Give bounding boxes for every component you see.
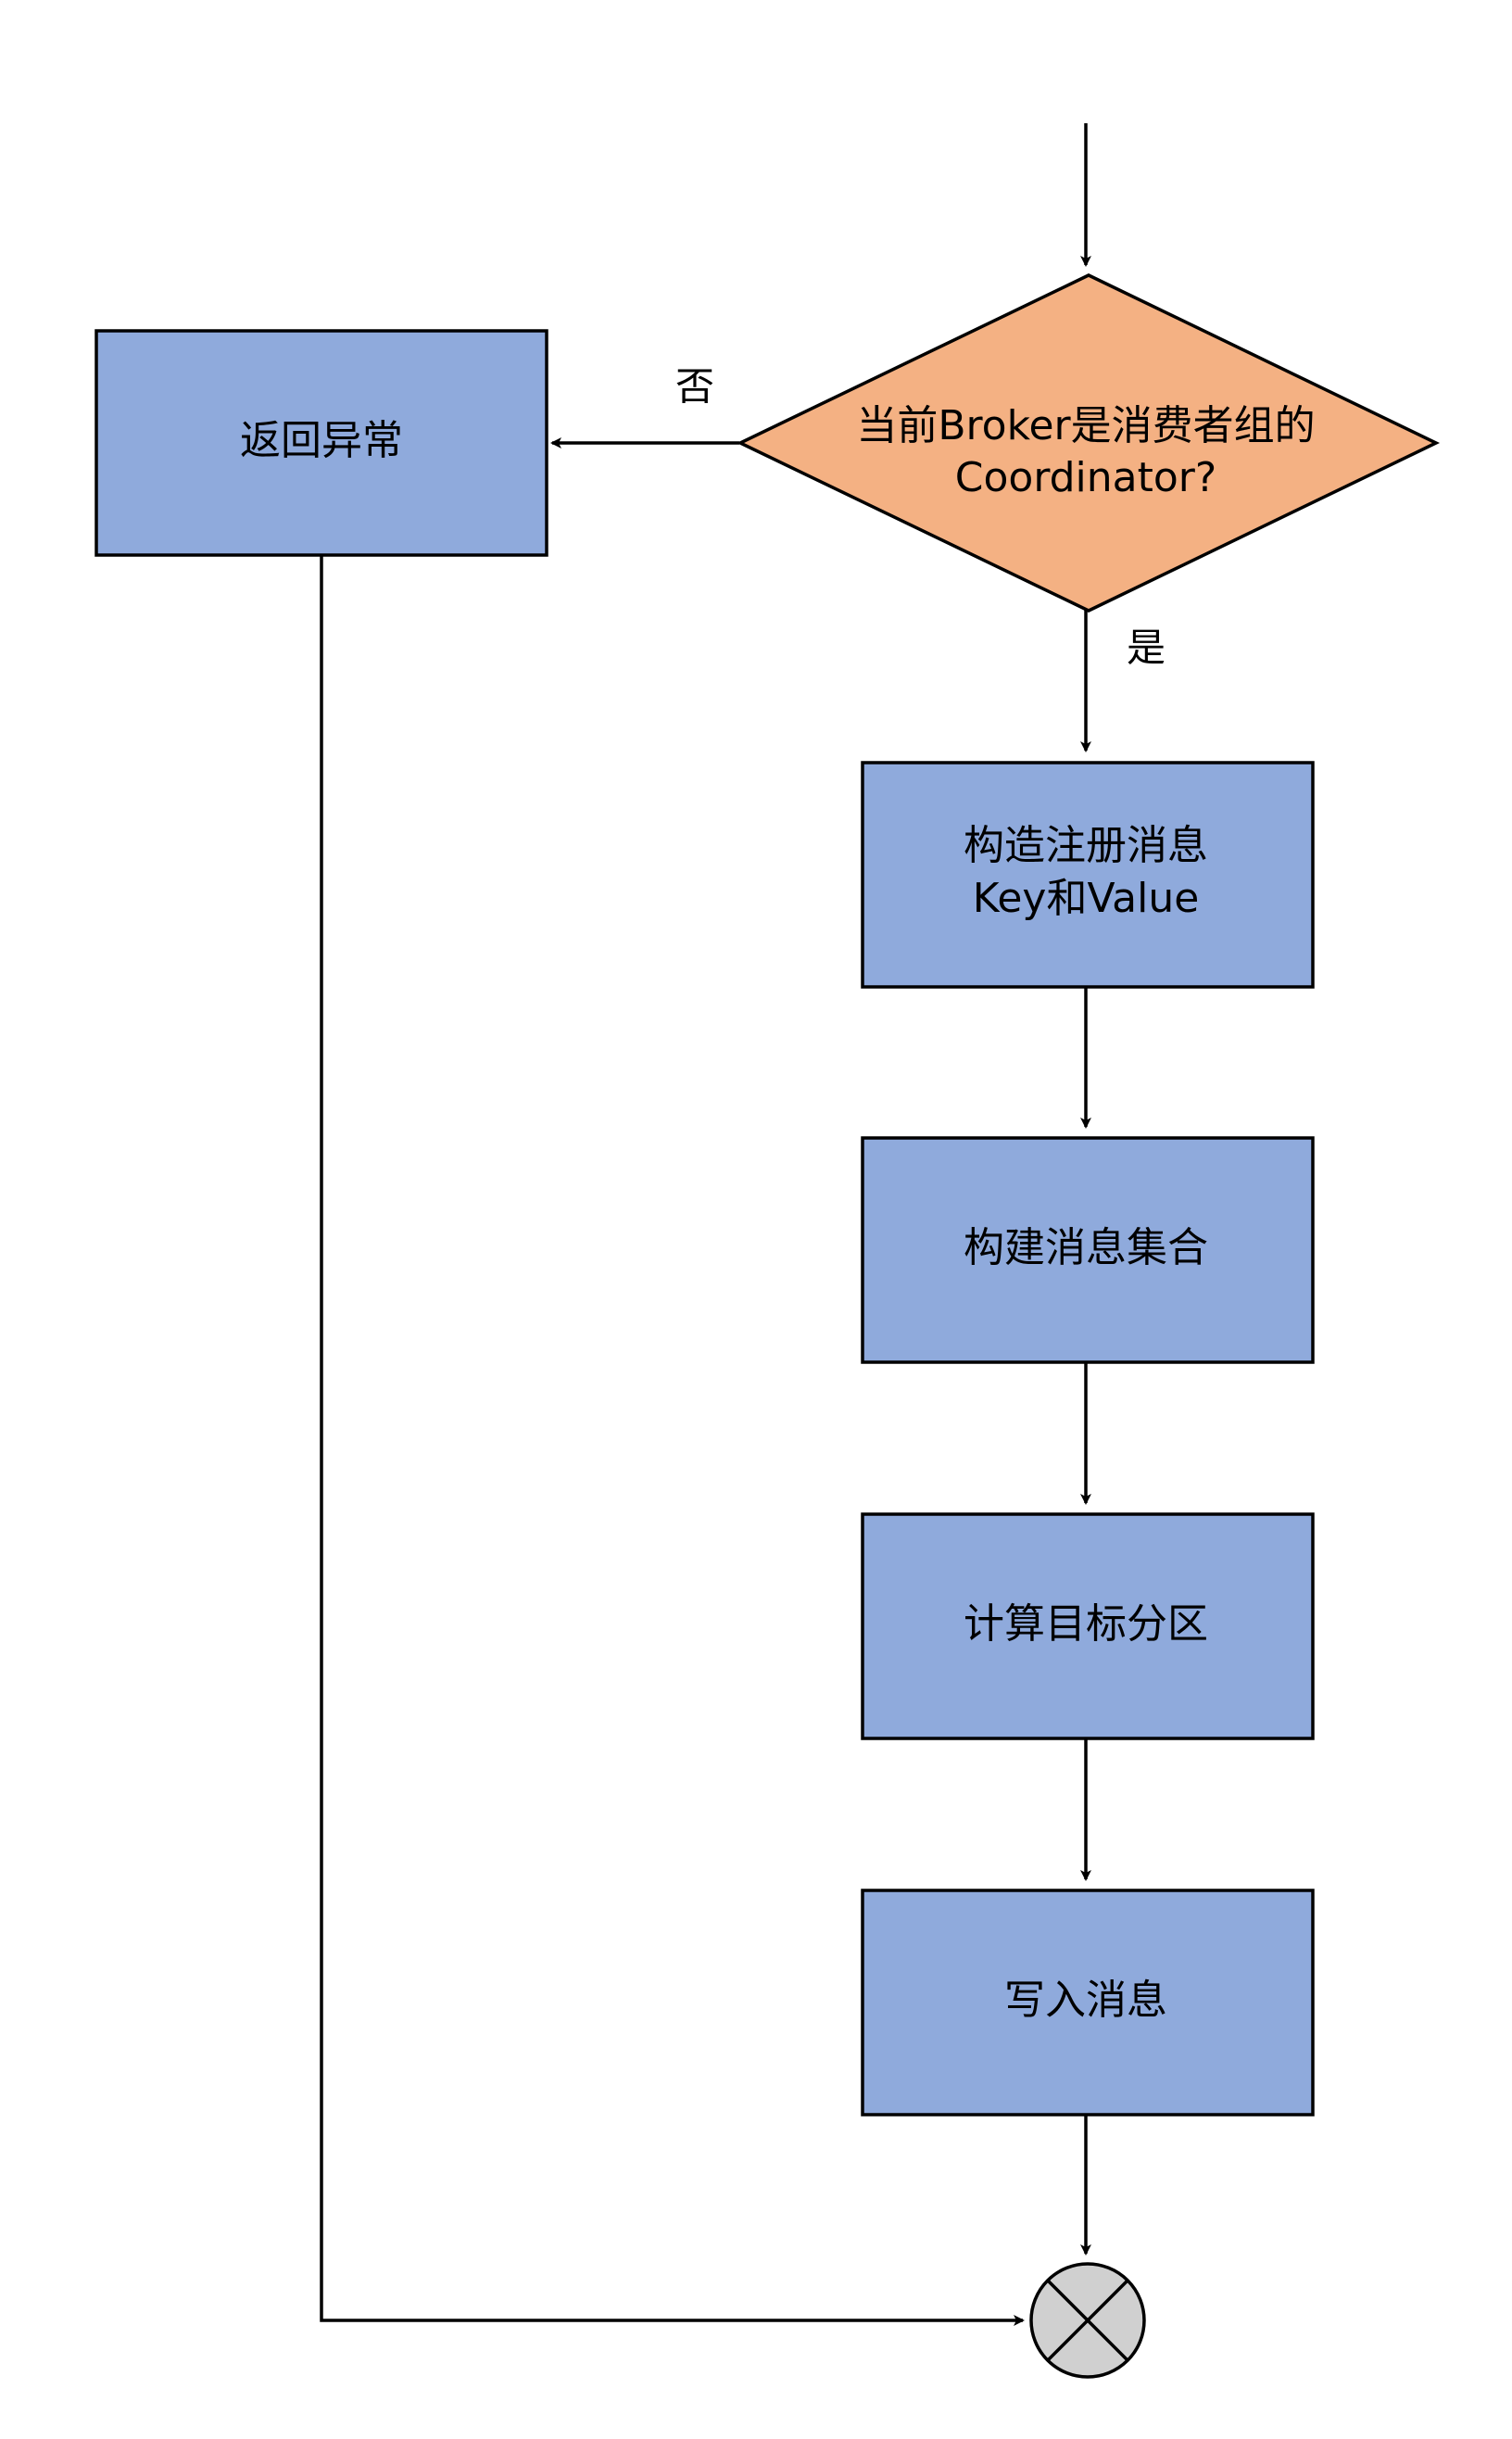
calc-partition-label: 计算目标分区 (964, 1600, 1208, 1648)
return-error-box (94, 329, 548, 557)
return-error-node: 返回异常 (94, 329, 548, 557)
decision-label-line1: 当前Broker是消费者组的 (856, 402, 1315, 449)
build-kv-node: 构造注册消息 Key和Value (861, 761, 1315, 989)
edge-error-to-end (320, 556, 1025, 2326)
return-error-label: 返回异常 (240, 417, 403, 464)
calc-partition-node: 计算目标分区 (861, 1512, 1315, 1740)
build-kv-label-line1: 构造注册消息 (964, 822, 1208, 869)
build-kv-label-line2: Key和Value (973, 875, 1200, 922)
write-msg-node: 写入消息 (861, 1889, 1315, 2117)
calc-partition-box (861, 1512, 1315, 1740)
end-node (1029, 2262, 1146, 2379)
write-msg-box (861, 1889, 1315, 2117)
edge-label-yes: 是 (1127, 626, 1166, 671)
build-kv-box (861, 761, 1315, 989)
write-msg-label: 写入消息 (1004, 1977, 1167, 2024)
decision-label-line2: Coordinator? (955, 454, 1217, 501)
decision-node: 当前Broker是消费者组的 Coordinator? (736, 273, 1441, 613)
edge-label-no: 否 (675, 364, 714, 410)
build-set-node: 构建消息集合 (861, 1136, 1315, 1364)
build-set-box (861, 1136, 1315, 1364)
build-set-label: 构建消息集合 (964, 1224, 1208, 1271)
decision-shape (736, 273, 1441, 613)
end-cross-icon-2 (1046, 2279, 1129, 2362)
